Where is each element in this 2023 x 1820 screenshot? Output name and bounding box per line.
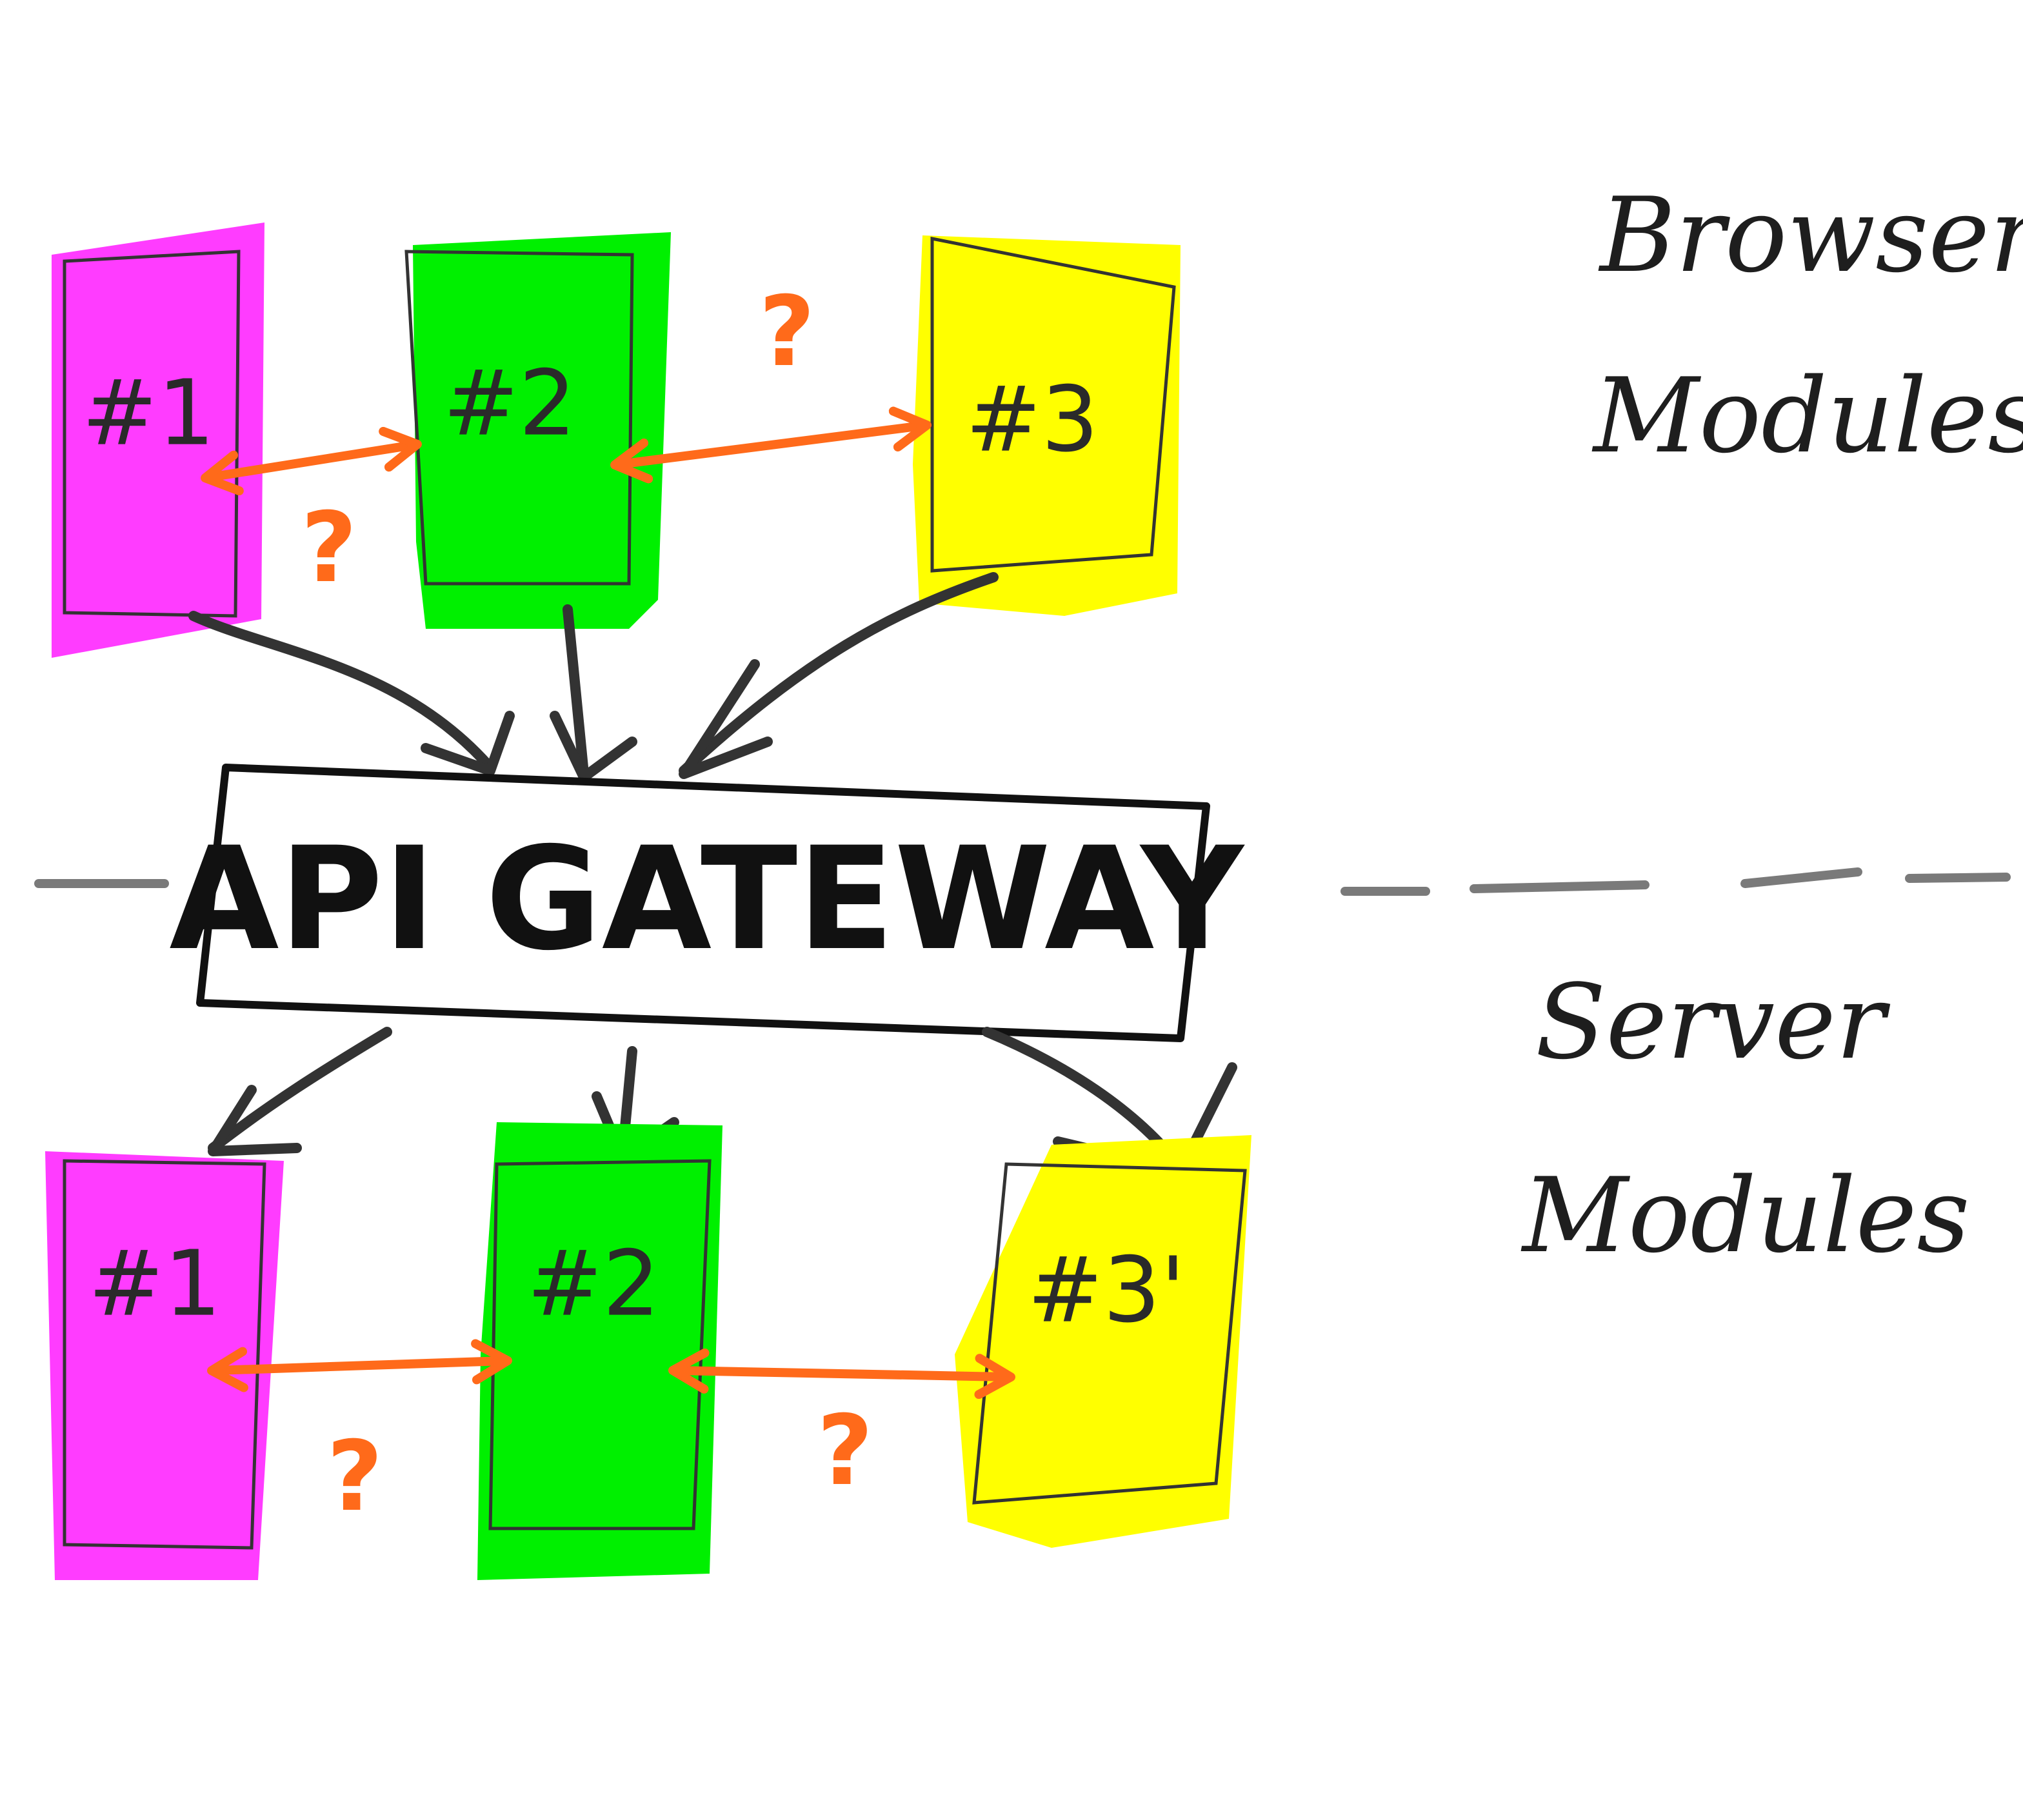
server-module-3-label: #3' xyxy=(1028,1238,1186,1343)
server-module-2: #2 xyxy=(477,1122,722,1580)
api-gateway-label: API GATEWAY xyxy=(169,816,1245,982)
server-connector-2-3-question: ? xyxy=(817,1395,873,1507)
browser-module-3-label: #3 xyxy=(966,368,1099,473)
server-zone-label-line1: Server xyxy=(1535,962,1891,1082)
browser-zone-label-line2: Modules xyxy=(1591,355,2023,476)
server-zone-label-line2: Modules xyxy=(1520,1155,1970,1276)
server-module-1-label: #1 xyxy=(88,1232,221,1337)
browser-module-1-label: #1 xyxy=(82,361,215,466)
browser-module-3: #3 xyxy=(913,235,1181,616)
browser-connector-2-3-question: ? xyxy=(759,276,815,388)
server-module-2-label: #2 xyxy=(527,1232,660,1337)
browser-connector-1-2-question: ? xyxy=(301,492,357,604)
browser-zone-label-line1: Browser xyxy=(1598,175,2023,295)
browser-module-2: #2 xyxy=(404,232,671,629)
server-connector-1-2: ? xyxy=(207,1339,512,1533)
server-connector-2-3: ? xyxy=(668,1348,1015,1507)
browser-modules-zone-label: Browser Modules xyxy=(1591,175,2023,476)
server-module-3: #3' xyxy=(955,1135,1251,1548)
browser-connector-1-2: ? xyxy=(201,426,422,604)
server-modules-zone-label: Server Modules xyxy=(1520,962,1970,1276)
server-connector-1-2-question: ? xyxy=(326,1421,383,1533)
api-gateway: API GATEWAY xyxy=(169,764,1245,1042)
browser-connector-2-3: ? xyxy=(610,276,932,484)
browser-to-gateway-arrows xyxy=(188,572,999,782)
browser-module-1: #1 xyxy=(52,223,264,658)
server-module-1: #1 xyxy=(45,1151,284,1580)
browser-module-2-label: #2 xyxy=(443,351,576,457)
browser-server-divider xyxy=(34,867,2011,896)
